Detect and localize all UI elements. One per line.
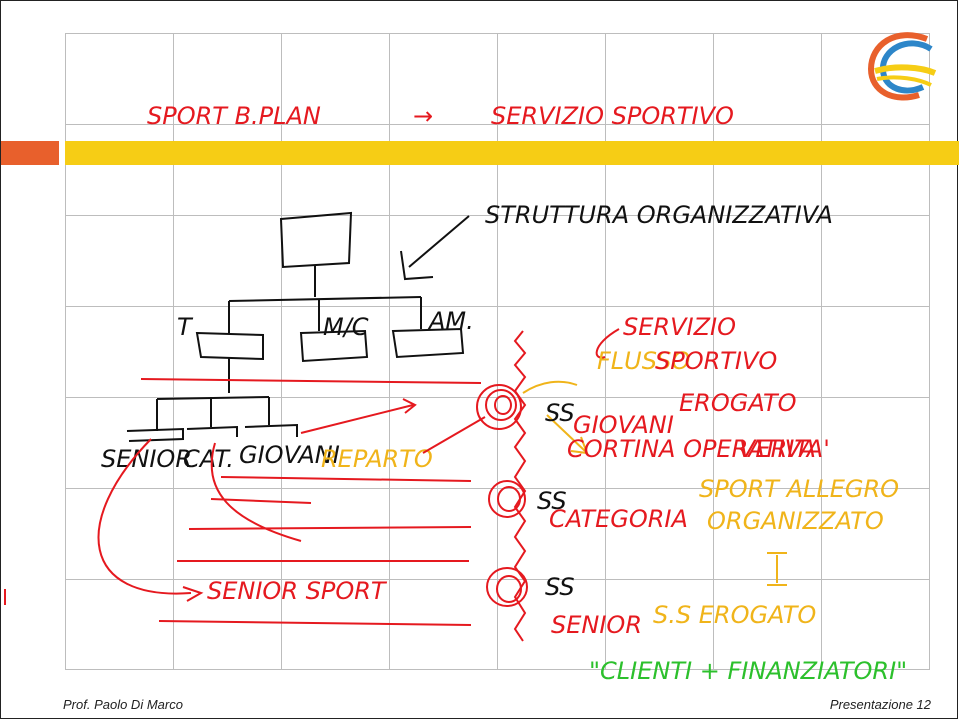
- title-left-text: SPORT B.PLAN: [147, 102, 321, 130]
- ss-1-text: SS: [545, 399, 575, 427]
- ss-3-text: SS: [545, 573, 575, 601]
- servizio-text: SERVIZIO: [623, 313, 736, 341]
- logo-icon: [867, 32, 937, 101]
- footer-slide-number: Presentazione 12: [829, 697, 931, 712]
- flow-lines: [4, 328, 620, 642]
- footer-author: Prof. Paolo Di Marco: [63, 697, 183, 712]
- flusso-text: FLUSSO: [597, 347, 690, 375]
- org-mc-text: M/C: [323, 313, 369, 341]
- title-right-text: SERVIZIO SPORTIVO: [491, 102, 734, 130]
- ss-3-sub-text: SENIOR: [551, 611, 642, 639]
- sport-allegro-text: SPORT ALLEGRO: [699, 475, 899, 503]
- ss-1-sub-text: GIOVANI: [573, 411, 674, 439]
- label-cat-text: CAT.: [183, 445, 234, 473]
- org-chart: [126, 211, 465, 442]
- background-grid: [65, 33, 930, 670]
- cortina-text: CORTINA OPERATIVA: [567, 435, 816, 463]
- label-senior-text: SENIOR: [101, 445, 192, 473]
- ss-2-text: SS: [537, 487, 567, 515]
- accent-bar-orange: [1, 141, 59, 165]
- senior-sport-text: SENIOR SPORT: [207, 577, 388, 605]
- accent-bar-yellow: [65, 141, 959, 165]
- organizzato-text: ORGANIZZATO: [707, 507, 884, 535]
- clienti-text: "CLIENTI + FINANZIATORI": [589, 657, 907, 685]
- ss-erogato-text: S.S EROGATO: [653, 601, 816, 629]
- label-reparto-text: REPARTO: [321, 445, 433, 473]
- struttura-text: STRUTTURA ORGANIZZATIVA: [485, 201, 833, 229]
- org-t-text: T: [177, 313, 194, 341]
- ss-2-sub-text: CATEGORIA: [549, 505, 688, 533]
- erogato-text: EROGATO: [679, 389, 797, 417]
- sportivo-text: SPORTIVO: [655, 347, 777, 375]
- title-arrow-text: →: [413, 102, 433, 130]
- label-giovani-text: GIOVANI: [239, 441, 340, 469]
- org-am-text: AM.: [427, 307, 474, 335]
- verita-text: VERITA': [739, 435, 830, 463]
- yellow-marks: [522, 380, 787, 586]
